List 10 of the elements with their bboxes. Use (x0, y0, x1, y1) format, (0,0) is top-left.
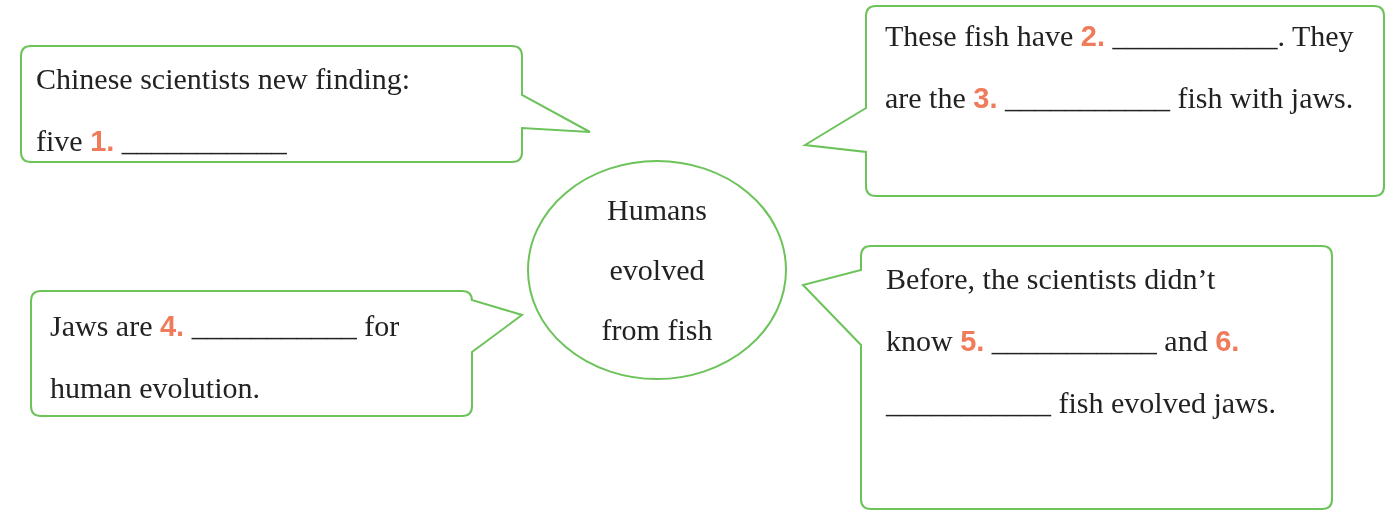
speech-bubble (30, 290, 522, 417)
speech-bubble (20, 45, 590, 163)
topic-ellipse (527, 160, 787, 380)
exercise-sentence: Chinese scientists new finding: five 1. ___________ (36, 61, 412, 159)
speech-bubble (805, 5, 1385, 197)
speech-bubble (803, 245, 1333, 510)
exercise-sentence: These fish have 2. ___________. They are the 3. ___________ fish with jaws. (885, 18, 1355, 116)
exercise-sentence: Before, the scientists didn’t know 5. ___________ and 6. ___________ fish evolved jaws. (886, 261, 1277, 421)
exercise-sentence: Jaws are 4. ___________ for human evolution. (50, 308, 401, 406)
topic-text: Humans evolved from fish (600, 192, 714, 348)
